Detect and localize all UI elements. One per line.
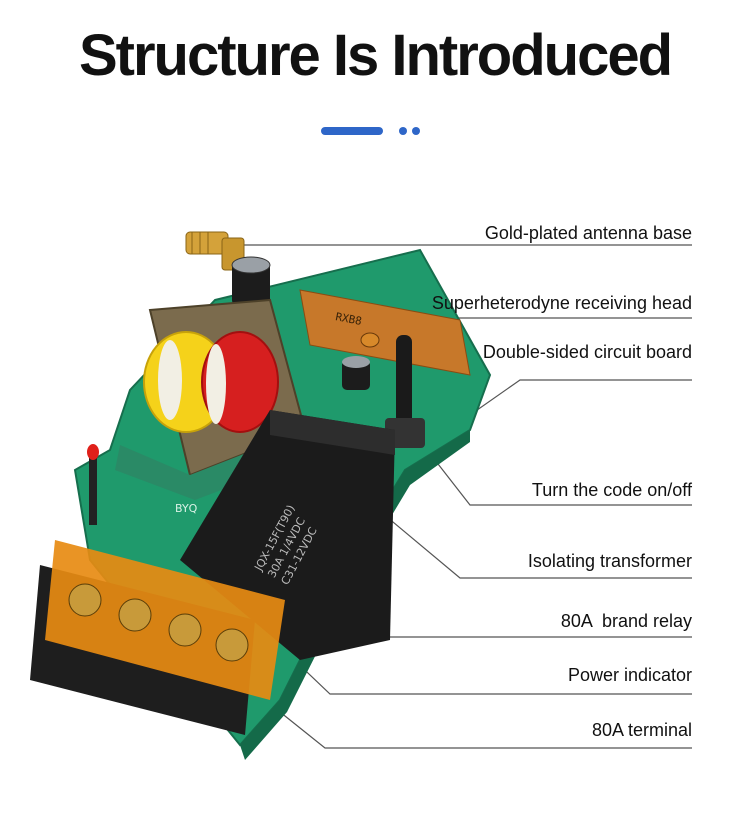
- label-transformer: Isolating transformer: [527, 551, 692, 571]
- capacitor-small: [342, 356, 370, 390]
- receiver-label: RXB8: [334, 310, 362, 328]
- leader-board: [469, 379, 692, 416]
- power-indicator-led: [87, 444, 99, 525]
- title-dot-2: [412, 127, 420, 135]
- label-relay: 80A brand relay: [560, 611, 692, 631]
- button-post: [396, 335, 412, 445]
- board-silkscreen: BYQ: [175, 502, 198, 515]
- capacitor-large: [231, 256, 271, 306]
- label-receiving-head: Superheterodyne receiving head: [431, 293, 692, 313]
- page-title: Structure Is Introduced: [78, 23, 673, 88]
- label-code-switch: Turn the code on/off: [531, 480, 692, 500]
- antenna-base: [185, 231, 245, 271]
- title-underline-bar: [321, 127, 383, 135]
- terminal-block: [30, 540, 285, 735]
- pcb-edge: [240, 430, 470, 760]
- title-dot-1: [399, 127, 407, 135]
- label-terminal: 80A terminal: [591, 720, 692, 740]
- label-power-indicator: Power indicator: [567, 665, 692, 685]
- label-circuit-board: Double-sided circuit board: [482, 342, 692, 362]
- receiver-module: RXB8: [299, 289, 471, 376]
- label-antenna-base: Gold-plated antenna base: [484, 223, 692, 243]
